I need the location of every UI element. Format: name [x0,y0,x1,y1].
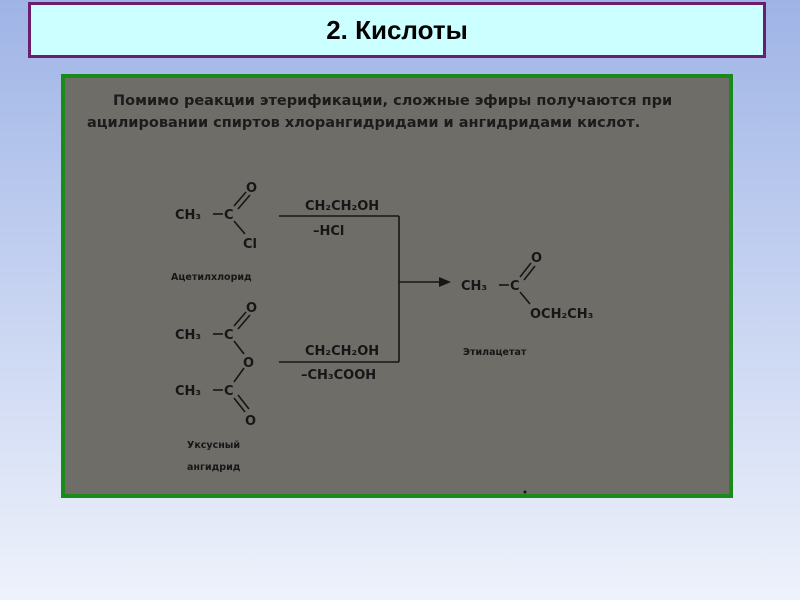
bond-c-o-anh1-b [237,314,251,330]
bottom-reagent: CH₂CH₂OH [305,344,379,359]
intro-text: Помимо реакции этерификации, сложные эфи… [87,90,707,134]
product-oxygen: O [531,251,542,266]
title-box: 2. Кислоты [28,2,766,58]
anhydride-o-bottom: O [245,414,256,429]
reaction-scheme: CH₃ C O Cl Ацетилхлорид CH₃ C O O CH₃ C … [171,181,593,494]
bond-c-cl [233,220,246,235]
product-ch3: CH₃ [461,279,487,294]
bond-c-o-a [233,191,247,207]
anhydride-o-bridge: O [243,356,254,371]
bond-product-c-oet [519,291,531,305]
bond-c-o-anh1-a [233,311,247,327]
arrow-head-icon [439,277,451,287]
anhydride-ch3-top: CH₃ [175,328,201,343]
acetyl-chloride-label: Ацетилхлорид [171,272,252,283]
bond-c-o-anh2-a [233,397,246,413]
anhydride-label-1: Уксусный [187,440,240,451]
bond-obridge-c-bottom [233,367,245,383]
intro-line-1: Помимо реакции этерификации, сложные эфи… [113,93,673,109]
acetyl-carbon: C [224,208,234,223]
anhydride-o-top: O [246,301,257,316]
bottom-byproduct: –CH₃COOH [301,368,376,383]
speck-dot [523,490,527,494]
bond-product-c-o-a [519,262,532,278]
bond-c-obridge-top [233,340,245,355]
acetyl-ch3: CH₃ [175,208,201,223]
acetyl-oxygen: O [246,181,257,196]
top-byproduct: –HCl [313,224,344,239]
anhydride-label-2: ангидрид [187,462,241,473]
anhydride-ch3-bottom: CH₃ [175,384,201,399]
top-reagent: CH₂CH₂OH [305,199,379,214]
product-carbon: C [510,279,520,294]
intro-line-2: ацилировании спиртов хлорангидридами и а… [87,115,641,131]
anhydride-c-top: C [224,328,234,343]
bond-product-c-o-b [523,265,536,281]
slide-title: 2. Кислоты [326,14,468,45]
product-ester-group: OCH₂CH₃ [530,307,593,322]
scheme-panel: Помимо реакции этерификации, сложные эфи… [61,74,733,498]
bonds [213,191,536,413]
acetyl-chlorine: Cl [243,237,257,252]
product-label: Этилацетат [463,347,527,358]
bond-c-o-anh2-b [237,394,250,410]
bond-c-o-b [237,194,251,210]
anhydride-c-bottom: C [224,384,234,399]
